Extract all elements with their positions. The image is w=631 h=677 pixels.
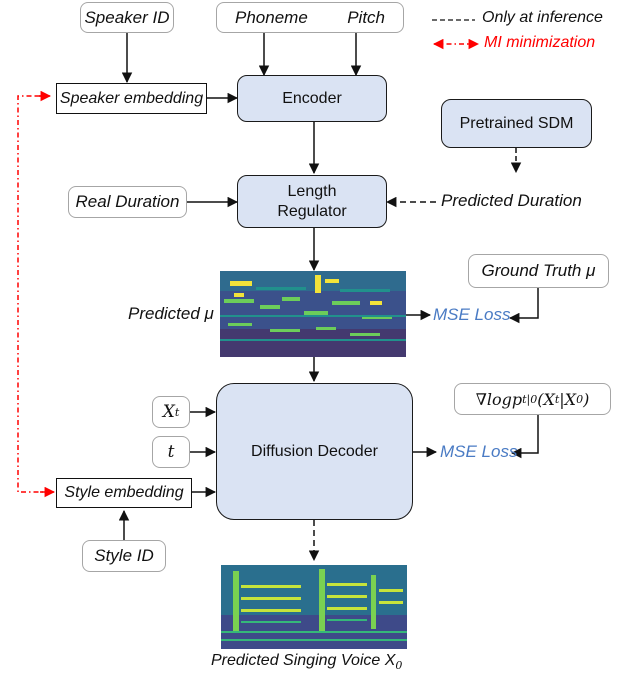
arrow-score-loss — [510, 415, 539, 459]
mse-loss-1: MSE Loss — [433, 305, 511, 324]
style-embedding-box: Style embedding — [56, 478, 192, 508]
encoder-block: Encoder — [237, 75, 387, 122]
ground-truth-input: Ground Truth μ — [468, 254, 609, 288]
arrow-gt-loss — [508, 288, 539, 324]
phoneme-label: Phoneme — [235, 7, 308, 27]
mi-arrow — [17, 95, 52, 493]
t-input: t — [152, 436, 190, 468]
style-id-input: Style ID — [82, 540, 166, 572]
pitch-label: Pitch — [347, 7, 385, 27]
diffusion-decoder-block: Diffusion Decoder — [216, 383, 413, 520]
predicted-voice-label: Predicted Singing Voice X0 — [211, 652, 403, 673]
legend-inference-text: Only at inference — [482, 9, 603, 26]
predicted-voice-spectrogram — [221, 565, 407, 649]
predicted-duration-label: Predicted Duration — [441, 191, 582, 210]
real-duration-input: Real Duration — [68, 186, 187, 218]
speaker-id-input: Speaker ID — [80, 2, 174, 33]
phoneme-pitch-input: Phoneme Pitch — [216, 2, 404, 33]
legend-mi-text: MI minimization — [484, 34, 596, 51]
speaker-embedding-box: Speaker embedding — [56, 83, 207, 114]
predicted-mu-label: Predicted μ — [128, 304, 214, 323]
mse-loss-2: MSE Loss — [440, 442, 518, 461]
pretrained-sdm-block: Pretrained SDM — [441, 99, 592, 148]
predicted-mu-spectrogram — [220, 271, 406, 357]
length-regulator-block: Length Regulator — [237, 175, 387, 228]
